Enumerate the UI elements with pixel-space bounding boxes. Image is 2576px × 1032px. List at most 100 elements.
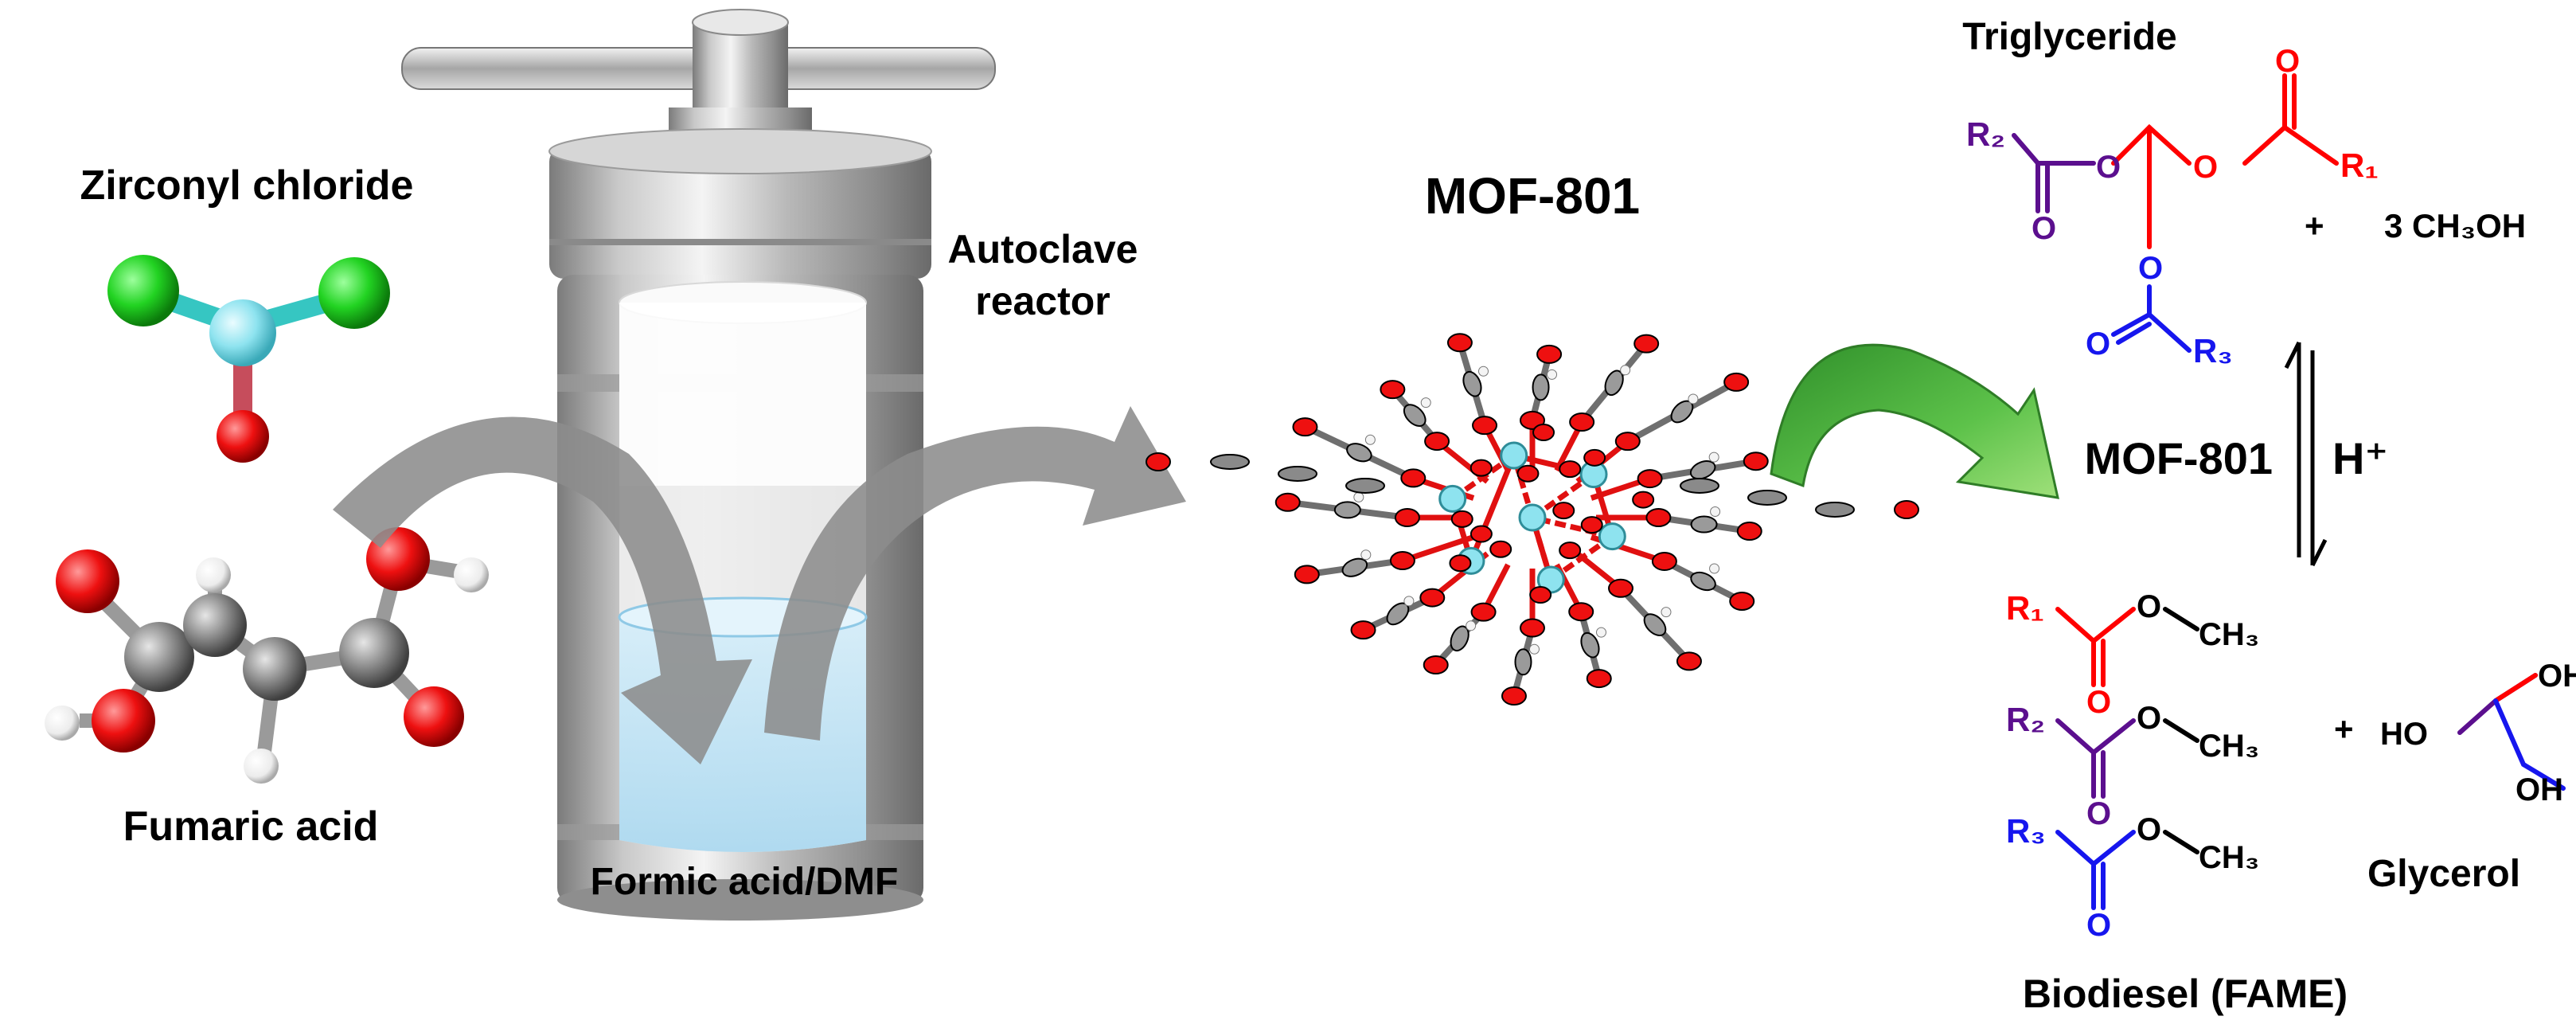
oxygen-atom — [1472, 416, 1498, 436]
oxygen-atom — [1516, 464, 1540, 483]
r2-group: R₂ — [1966, 115, 2005, 153]
oxygen-atom — [1637, 469, 1663, 489]
methyl-group: CH₃ — [2199, 840, 2259, 875]
carbon-atom — [1690, 571, 1716, 592]
carbon-atom — [1345, 478, 1385, 494]
hydroxyl-group: HO — [2380, 717, 2428, 752]
oxygen-atom — [1389, 551, 1415, 571]
oxygen-atom — [1520, 618, 1545, 638]
oxygen-atom — [1676, 651, 1702, 671]
plus-sign: + — [2305, 207, 2324, 244]
oxygen-atom — [1469, 459, 1493, 477]
carbon-atom — [1747, 490, 1787, 506]
oxygen-atom — [1568, 602, 1594, 622]
hydrogen-atom — [1709, 563, 1720, 574]
chlorine-atom — [318, 257, 390, 329]
hydrogen-atom — [196, 557, 231, 592]
carbon-atom — [1689, 460, 1716, 480]
glycerol-label: Glycerol — [2367, 853, 2520, 895]
oxygen-atom — [1294, 565, 1320, 584]
oxygen-atom — [1380, 380, 1406, 400]
hydrogen-atom — [1466, 620, 1477, 631]
oxygen-atom — [1894, 500, 1919, 519]
hydrogen-atom — [1420, 397, 1431, 408]
hydroxyl-group: OH — [2516, 772, 2563, 807]
methanol-label: 3 CH₃OH — [2384, 207, 2526, 244]
hydrogen-atom — [45, 706, 80, 741]
zirconium-atom — [209, 299, 276, 366]
oxygen-atom — [1559, 460, 1582, 479]
hydrogen-atom — [1360, 549, 1372, 561]
oxygen-atom — [1729, 591, 1755, 611]
carbon-atom — [1815, 502, 1855, 518]
carbon-atom — [1450, 625, 1469, 652]
ester-oxygen: O — [2137, 589, 2161, 624]
glycerol-structure — [2457, 673, 2566, 791]
triglyceride-oxygen: O — [2032, 211, 2056, 246]
triglyceride-oxygen: O — [2096, 150, 2121, 185]
triglyceride-structure — [2012, 73, 2339, 353]
carbon-atom — [1462, 370, 1482, 397]
oxygen-atom — [1470, 602, 1497, 622]
carbon-atom — [1341, 557, 1368, 577]
oxygen-atom — [92, 689, 155, 752]
hydrogen-atom — [1595, 627, 1606, 638]
gray-arrow — [333, 416, 752, 764]
zirconyl-chloride-label: Zirconyl chloride — [80, 162, 414, 209]
zirconium-atom — [1500, 441, 1528, 470]
oxygen-atom — [1419, 588, 1446, 608]
carbonyl-oxygen: O — [2086, 908, 2111, 943]
solvent-label: Formic acid/DMF — [591, 861, 899, 903]
autoclave-lid — [549, 147, 931, 279]
oxygen-atom — [1586, 669, 1612, 689]
hydrogen-atom — [1708, 452, 1719, 463]
methyl-group: CH₃ — [2199, 617, 2259, 652]
plus-sign: + — [2334, 710, 2354, 748]
product-arrow — [764, 406, 1186, 741]
oxygen-atom — [1632, 491, 1655, 509]
oxygen-atom — [1274, 492, 1301, 512]
triglyceride-oxygen: O — [2086, 326, 2110, 362]
fame-structures — [2055, 607, 2199, 910]
hydrogen-atom — [1528, 643, 1540, 655]
triglyceride-label: Triglyceride — [1962, 16, 2176, 58]
equilibrium-arrows — [2284, 341, 2328, 567]
oxygen-atom — [1559, 541, 1582, 560]
mof-title: MOF-801 — [1425, 167, 1640, 225]
oxygen-atom — [1423, 655, 1449, 674]
oxygen-atom — [1400, 468, 1427, 488]
oxygen-atom — [1450, 510, 1473, 528]
oxygen-atom — [1424, 432, 1450, 452]
oxygen-atom — [1350, 620, 1376, 640]
green-arrow — [1770, 343, 2059, 499]
oxygen-atom — [1645, 508, 1672, 527]
ester-oxygen: O — [2137, 701, 2161, 736]
oxygen-atom — [1608, 578, 1633, 598]
r3-group: R₃ — [2006, 812, 2046, 850]
autoclave-label-line1: Autoclave — [948, 227, 1138, 272]
oxygen-atom — [1580, 516, 1603, 534]
carbon-atom — [1580, 631, 1600, 659]
proton-label: H⁺ — [2332, 433, 2388, 483]
carbon-atom — [1346, 443, 1372, 463]
carbon-atom — [1690, 515, 1718, 534]
o-bond — [1401, 534, 1475, 564]
methyl-group: CH₃ — [2199, 729, 2259, 764]
hydrogen-atom — [1403, 596, 1415, 607]
carbon-atom — [1333, 501, 1361, 519]
triglyceride-oxygen: O — [2193, 150, 2218, 185]
zirconium-atom — [1438, 484, 1467, 513]
hydrogen-atom — [1364, 434, 1376, 445]
o-bond — [1468, 454, 1516, 562]
hydrogen-atom — [1547, 369, 1558, 380]
oxygen-atom — [1501, 686, 1527, 706]
oxygen-atom — [217, 410, 269, 463]
r1-group: R₁ — [2006, 589, 2044, 627]
chlorine-atom — [107, 255, 179, 326]
oxygen-atom — [1552, 502, 1575, 520]
triglyceride-oxygen: O — [2275, 44, 2300, 79]
carbon-atom — [1532, 373, 1550, 401]
hydrogen-atom — [244, 749, 279, 784]
oxygen-atom — [1633, 334, 1660, 354]
